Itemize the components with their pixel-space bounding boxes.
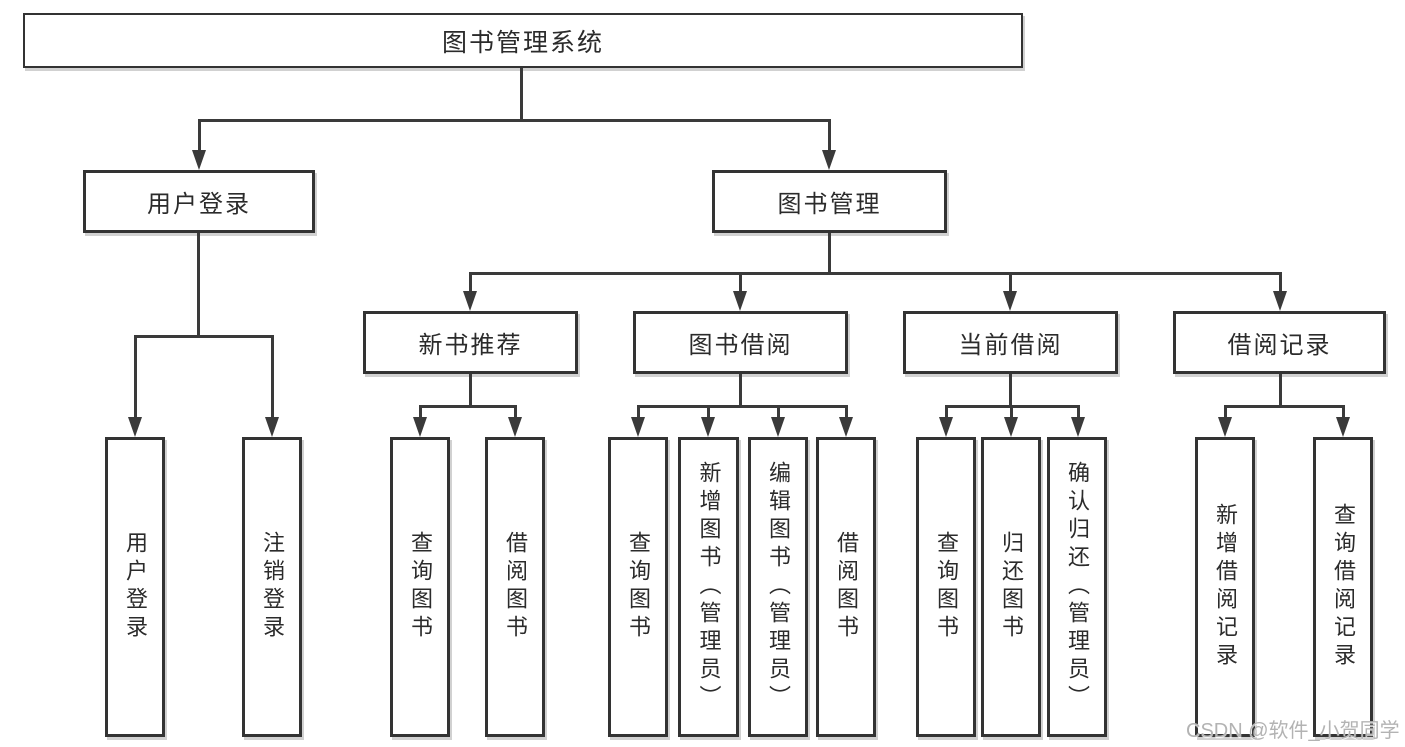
arrow-down-icon xyxy=(631,417,645,437)
connector-line xyxy=(739,374,742,405)
connector-line xyxy=(1009,272,1012,291)
arrow-down-icon xyxy=(1273,291,1287,311)
arrow-down-icon xyxy=(1218,417,1232,437)
node-library-system: 图书管理系统 xyxy=(23,13,1023,68)
node-label: 用户登录 xyxy=(123,531,148,643)
connector-line xyxy=(1224,405,1227,417)
connector-line xyxy=(1342,405,1345,417)
arrow-down-icon xyxy=(939,417,953,437)
node-leaf-query-books-current: 查询图书 xyxy=(916,437,976,737)
connector-line xyxy=(419,405,517,408)
arrow-down-icon xyxy=(192,150,206,170)
connector-line xyxy=(520,68,523,119)
node-label: 当前借阅 xyxy=(958,332,1063,359)
node-leaf-confirm-return-admin: 确认归还（管理员） xyxy=(1047,437,1107,737)
node-leaf-borrow-books: 借阅图书 xyxy=(816,437,876,737)
watermark: CSDN @软件_小贺同学 xyxy=(1186,720,1400,742)
node-label: 借阅图书 xyxy=(834,531,859,643)
node-label: 新增借阅记录 xyxy=(1213,503,1238,671)
connector-line xyxy=(197,233,200,335)
connector-line xyxy=(1279,374,1282,405)
node-label: 查询图书 xyxy=(934,531,959,643)
connector-line xyxy=(469,374,472,405)
arrow-down-icon xyxy=(1003,291,1017,311)
connector-line xyxy=(198,119,831,122)
connector-line xyxy=(1077,405,1080,417)
connector-line xyxy=(777,405,780,417)
connector-line xyxy=(845,405,848,417)
node-label: 查询借阅记录 xyxy=(1331,503,1356,671)
connector-line xyxy=(419,405,422,417)
node-label: 确认归还（管理员） xyxy=(1065,461,1090,713)
arrow-down-icon xyxy=(1336,417,1350,437)
node-leaf-edit-book-admin: 编辑图书（管理员） xyxy=(748,437,808,737)
node-label: 编辑图书（管理员） xyxy=(766,461,791,713)
node-label: 注销登录 xyxy=(260,531,285,643)
connector-line xyxy=(1279,272,1282,291)
node-borrowing-records: 借阅记录 xyxy=(1173,311,1386,374)
connector-line xyxy=(828,119,831,150)
node-leaf-add-borrow-record: 新增借阅记录 xyxy=(1195,437,1255,737)
arrow-down-icon xyxy=(1071,417,1085,437)
node-label: 新增图书（管理员） xyxy=(696,461,722,713)
node-leaf-add-book-admin: 新增图书（管理员） xyxy=(678,437,739,737)
arrow-down-icon xyxy=(701,417,715,437)
node-leaf-query-borrow-record: 查询借阅记录 xyxy=(1313,437,1373,737)
node-leaf-return-book: 归还图书 xyxy=(981,437,1041,737)
node-leaf-logout: 注销登录 xyxy=(242,437,302,737)
connector-line xyxy=(637,405,848,408)
arrow-down-icon xyxy=(508,417,522,437)
node-label: 查询图书 xyxy=(626,531,651,643)
arrow-down-icon xyxy=(1004,417,1018,437)
connector-line xyxy=(828,233,831,272)
arrow-down-icon xyxy=(413,417,427,437)
connector-line xyxy=(637,405,640,417)
node-leaf-query-books-recommend: 查询图书 xyxy=(390,437,450,737)
node-new-book-recommend: 新书推荐 xyxy=(363,311,578,374)
connector-line xyxy=(134,335,274,338)
connector-line xyxy=(707,405,710,417)
node-label: 归还图书 xyxy=(999,531,1024,643)
connector-line xyxy=(514,405,517,417)
node-book-management: 图书管理 xyxy=(712,170,947,233)
node-label: 借阅记录 xyxy=(1227,332,1332,359)
node-leaf-user-login: 用户登录 xyxy=(105,437,165,737)
node-label: 用户登录 xyxy=(147,191,251,218)
arrow-down-icon xyxy=(128,417,142,437)
node-label: 新书推荐 xyxy=(418,332,523,359)
connector-line xyxy=(1009,374,1012,405)
connector-line xyxy=(1224,405,1345,408)
node-label: 查询图书 xyxy=(408,531,433,643)
connector-line xyxy=(469,272,1282,275)
node-leaf-borrow-books-recommend: 借阅图书 xyxy=(485,437,545,737)
connector-line xyxy=(469,272,472,291)
connector-line xyxy=(271,335,274,417)
node-book-borrowing: 图书借阅 xyxy=(633,311,848,374)
arrow-down-icon xyxy=(822,150,836,170)
arrow-down-icon xyxy=(771,417,785,437)
node-current-borrowing: 当前借阅 xyxy=(903,311,1118,374)
connector-line xyxy=(739,272,742,291)
node-label: 图书管理系统 xyxy=(441,28,604,57)
arrow-down-icon xyxy=(733,291,747,311)
connector-line xyxy=(134,335,137,417)
arrow-down-icon xyxy=(839,417,853,437)
node-label: 图书管理 xyxy=(777,191,882,218)
connector-line xyxy=(1010,405,1013,417)
node-user-login: 用户登录 xyxy=(83,170,315,233)
arrow-down-icon xyxy=(265,417,279,437)
node-leaf-query-books-borrowing: 查询图书 xyxy=(608,437,668,737)
arrow-down-icon xyxy=(463,291,477,311)
connector-line xyxy=(198,119,201,150)
node-label: 图书借阅 xyxy=(688,332,793,359)
node-label: 借阅图书 xyxy=(503,531,528,643)
connector-line xyxy=(945,405,948,417)
